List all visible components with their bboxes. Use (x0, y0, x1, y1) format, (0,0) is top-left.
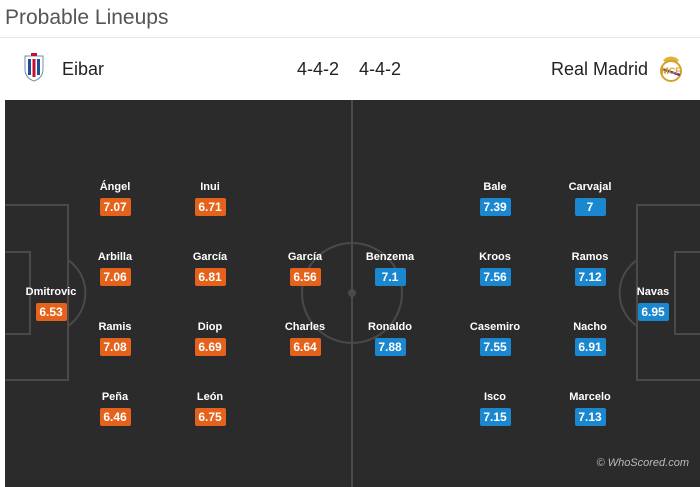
player-name: Diop (197, 321, 223, 333)
pitch: Ángel 7.07 Inui 6.71 Arbilla 7.06 García… (5, 100, 700, 487)
player-name: Isco (483, 391, 506, 403)
player-rating: 6.56 (289, 268, 321, 286)
home-player[interactable]: Charles 6.64 (265, 320, 345, 356)
player-rating: 7.55 (479, 338, 511, 356)
home-player[interactable]: Ramis 7.08 (75, 320, 155, 356)
player-name: Casemiro (469, 321, 521, 333)
teams-bar: Eibar 4-4-2 4-4-2 Real Madrid MCF (0, 37, 700, 97)
home-player[interactable]: García 6.81 (170, 250, 250, 286)
player-name: Nacho (573, 321, 607, 333)
home-player[interactable]: García 6.56 (265, 250, 345, 286)
home-player[interactable]: Ángel 7.07 (75, 180, 155, 216)
away-player[interactable]: Isco 7.15 (455, 390, 535, 426)
home-player[interactable]: Diop 6.69 (170, 320, 250, 356)
player-name: León (196, 391, 224, 403)
player-rating: 6.81 (194, 268, 226, 286)
player-rating: 6.71 (194, 198, 226, 216)
player-rating: 6.69 (194, 338, 226, 356)
page-title: Probable Lineups (5, 6, 169, 29)
home-team-name[interactable]: Eibar (62, 59, 105, 79)
player-name: García (192, 251, 228, 263)
player-name: Carvajal (568, 181, 612, 193)
away-goalkeeper[interactable]: Navas 6.95 (613, 285, 693, 321)
away-team-name[interactable]: Real Madrid (550, 59, 648, 79)
home-player[interactable]: Arbilla 7.06 (75, 250, 155, 286)
home-player[interactable]: Peña 6.46 (75, 390, 155, 426)
player-name: Benzema (365, 251, 415, 263)
away-player[interactable]: Benzema 7.1 (350, 250, 430, 286)
player-name: Inui (200, 181, 220, 193)
away-player[interactable]: Bale 7.39 (455, 180, 535, 216)
svg-text:MCF: MCF (661, 66, 681, 76)
player-rating: 6.53 (35, 303, 67, 321)
player-name: Ramos (571, 251, 609, 263)
player-name: Bale (483, 181, 507, 193)
player-rating: 7 (574, 198, 606, 216)
player-name: Ronaldo (368, 321, 412, 333)
eibar-crest-icon (22, 52, 46, 82)
watermark: © WhoScored.com (596, 457, 689, 469)
home-formation: 4-4-2 (297, 59, 340, 79)
player-rating: 7.08 (99, 338, 131, 356)
player-name: Charles (284, 321, 326, 333)
away-player[interactable]: Casemiro 7.55 (455, 320, 535, 356)
player-rating: 7.56 (479, 268, 511, 286)
home-goalkeeper[interactable]: Dmitrovic 6.53 (11, 285, 91, 321)
player-rating: 7.39 (479, 198, 511, 216)
away-player[interactable]: Ronaldo 7.88 (350, 320, 430, 356)
player-rating: 6.64 (289, 338, 321, 356)
player-name: Kroos (479, 251, 511, 263)
player-rating: 6.91 (574, 338, 606, 356)
real-madrid-crest-icon: MCF (657, 51, 685, 83)
player-name: Ramis (98, 321, 132, 333)
away-player[interactable]: Carvajal 7 (550, 180, 630, 216)
player-rating: 7.12 (574, 268, 606, 286)
player-name: Dmitrovic (25, 286, 77, 298)
player-rating: 7.07 (99, 198, 131, 216)
pitch-markings (5, 100, 700, 487)
away-player[interactable]: Marcelo 7.13 (550, 390, 630, 426)
player-name: Peña (101, 391, 129, 403)
player-rating: 6.95 (637, 303, 669, 321)
player-name: Arbilla (97, 251, 133, 263)
player-name: Marcelo (569, 391, 611, 403)
player-name: Navas (636, 286, 670, 298)
away-player[interactable]: Nacho 6.91 (550, 320, 630, 356)
player-rating: 7.1 (374, 268, 406, 286)
home-player[interactable]: León 6.75 (170, 390, 250, 426)
player-rating: 7.15 (479, 408, 511, 426)
player-rating: 7.06 (99, 268, 131, 286)
player-rating: 6.75 (194, 408, 226, 426)
player-rating: 7.88 (374, 338, 406, 356)
player-rating: 7.13 (574, 408, 606, 426)
player-name: García (287, 251, 323, 263)
home-player[interactable]: Inui 6.71 (170, 180, 250, 216)
away-player[interactable]: Kroos 7.56 (455, 250, 535, 286)
player-name: Ángel (99, 181, 131, 193)
player-rating: 6.46 (99, 408, 131, 426)
away-formation: 4-4-2 (359, 59, 402, 79)
away-player[interactable]: Ramos 7.12 (550, 250, 630, 286)
